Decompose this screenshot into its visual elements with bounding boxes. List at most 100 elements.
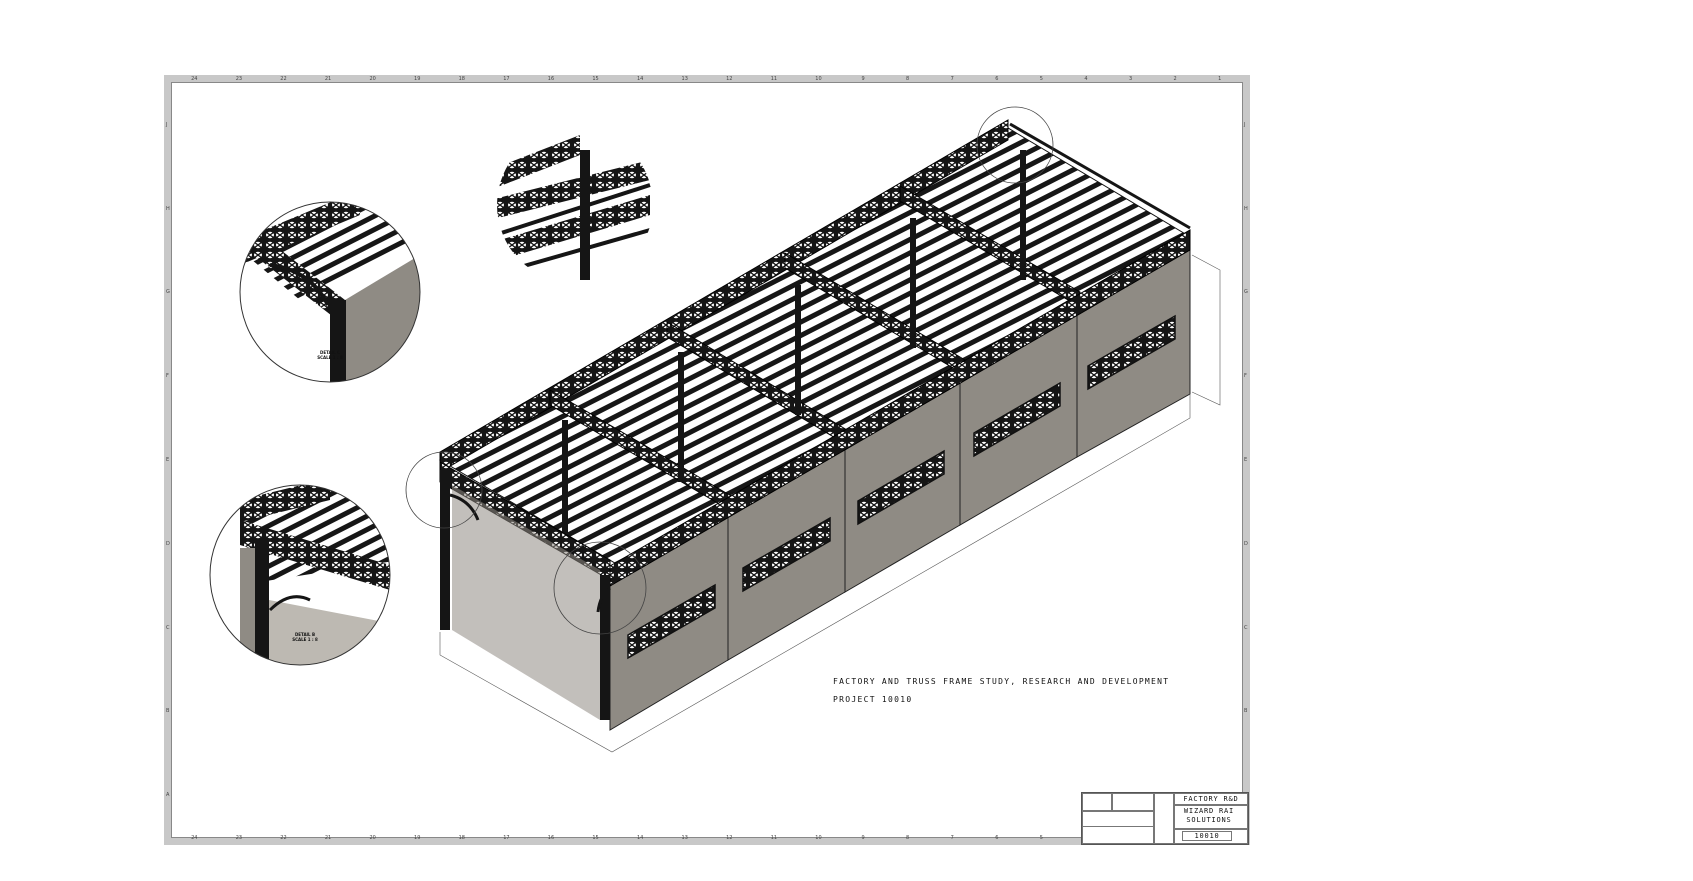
zone-column-label: 24 (191, 835, 198, 841)
zone-column-label: 18 (458, 835, 465, 841)
building-model (439, 119, 1191, 731)
title-block-drawing-number: 10010 (1194, 832, 1220, 840)
zone-row-label: F (1244, 373, 1247, 380)
corner-post-front (600, 575, 610, 720)
drawing-note-project: PROJECT 10010 (833, 695, 913, 704)
title-block-number-cell (1174, 829, 1248, 844)
bracket-left (449, 493, 480, 521)
detail-b-scale: SCALE 1 : 8 (292, 637, 318, 642)
zone-row-label: J (166, 121, 168, 128)
zone-row-label: G (1244, 289, 1248, 296)
zone-column-label: 23 (235, 76, 243, 82)
zone-column-label: 7 (950, 76, 954, 82)
title-block-company-line1: WIZARD RAI (1183, 807, 1235, 815)
zone-column-label: 19 (414, 76, 421, 82)
zone-column-label: 14 (636, 835, 644, 841)
zone-column-label: 17 (503, 76, 510, 82)
zone-column-label: 17 (503, 835, 510, 841)
zone-column-label: 10 (815, 76, 822, 82)
title-block-cell (1112, 793, 1154, 811)
dimension-lines (439, 254, 1221, 753)
zone-column-label: 21 (324, 76, 332, 82)
zone-row-label: F (166, 373, 169, 380)
zone-column-label: 9 (861, 835, 865, 841)
zone-column-label: 16 (547, 835, 555, 841)
zone-column-label: 14 (636, 76, 644, 82)
zone-column-label: 15 (592, 835, 599, 841)
zone-column-label: 18 (458, 76, 465, 82)
zone-row-label: H (1244, 205, 1248, 212)
zone-column-label: 3 (1128, 76, 1133, 82)
zone-labels-left: J H G F E D C B A (165, 83, 173, 837)
detail-b-name: DETAIL B (294, 632, 316, 637)
zone-row-label: E (1244, 457, 1248, 463)
zone-column-label: 9 (861, 76, 865, 82)
zone-row-label: D (166, 540, 170, 547)
zone-column-label: 5 (1039, 835, 1043, 841)
zone-column-label: 20 (369, 76, 376, 82)
zone-row-label: B (1244, 708, 1248, 715)
title-block-company-line2: SOLUTIONS (1186, 816, 1232, 824)
zone-column-label: 24 (191, 76, 198, 82)
zone-column-label: 13 (681, 835, 688, 841)
zone-column-label: 16 (547, 76, 555, 82)
zone-column-label: 13 (681, 76, 688, 82)
detail-view-b (497, 127, 653, 283)
drawing-note-title: FACTORY AND TRUSS FRAME STUDY, RESEARCH … (833, 677, 1170, 686)
end-wall-shadow (452, 485, 600, 720)
title-block-title: FACTORY R&D (1183, 795, 1239, 803)
windows (627, 314, 1176, 660)
rafter-ends (1009, 122, 1191, 230)
zone-column-label: 12 (726, 835, 733, 841)
zone-column-label: 8 (906, 835, 910, 841)
detail-callouts (405, 106, 1054, 635)
detail-a-label: DETAIL C SCALE 1 : 8 (310, 350, 350, 360)
detail-view-a (240, 202, 420, 382)
zone-column-label: 11 (770, 835, 778, 841)
zone-column-label: 5 (1039, 76, 1043, 82)
title-block: FACTORY R&D WIZARD RAI SOLUTIONS 10010 (1081, 792, 1249, 845)
zone-row-label: H (166, 205, 170, 212)
zone-row-label: C (166, 624, 170, 631)
zone-row-label: J (1244, 121, 1246, 128)
bracket-front (596, 586, 611, 613)
zone-column-label: 15 (592, 76, 599, 82)
title-block-cell (1082, 793, 1112, 811)
title-block-company-cell (1174, 805, 1248, 829)
corner-post-left (440, 470, 450, 630)
zone-column-label: 23 (235, 835, 243, 841)
zone-column-label: 20 (369, 835, 376, 841)
detail-a-scale: SCALE 1 : 8 (317, 355, 343, 360)
zone-column-label: 1 (1218, 76, 1222, 82)
zone-column-label: 21 (324, 835, 332, 841)
zone-column-label: 6 (995, 835, 999, 841)
zone-column-label: 22 (280, 835, 287, 841)
zone-row-label: A (166, 792, 170, 799)
zone-row-label: B (166, 708, 170, 715)
title-block-cell (1082, 811, 1154, 827)
detail-a-name: DETAIL C (320, 350, 340, 355)
zone-column-label: 10 (815, 835, 822, 841)
interior-columns (562, 150, 1026, 550)
zone-column-label: 2 (1173, 76, 1177, 82)
zone-row-label: C (1244, 624, 1248, 631)
zone-column-label: 8 (906, 76, 910, 82)
zone-column-label: 19 (414, 835, 421, 841)
detail-view-a-border (239, 201, 421, 383)
title-block-number-box (1182, 831, 1232, 841)
zone-column-label: 22 (280, 76, 287, 82)
zone-column-label: 11 (770, 76, 778, 82)
zone-row-label: D (1244, 540, 1248, 547)
detail-b-label: DETAIL B SCALE 1 : 8 (285, 632, 325, 642)
zone-row-label: E (166, 457, 170, 463)
zone-column-label: 7 (950, 835, 954, 841)
zone-row-label: G (166, 289, 170, 296)
zone-column-label: 6 (995, 76, 999, 82)
detail-view-c-border (209, 484, 391, 666)
title-block-title-cell (1174, 793, 1248, 805)
zone-column-label: 12 (726, 76, 733, 82)
title-block-cell (1154, 793, 1174, 844)
zone-column-label: 4 (1084, 76, 1088, 82)
